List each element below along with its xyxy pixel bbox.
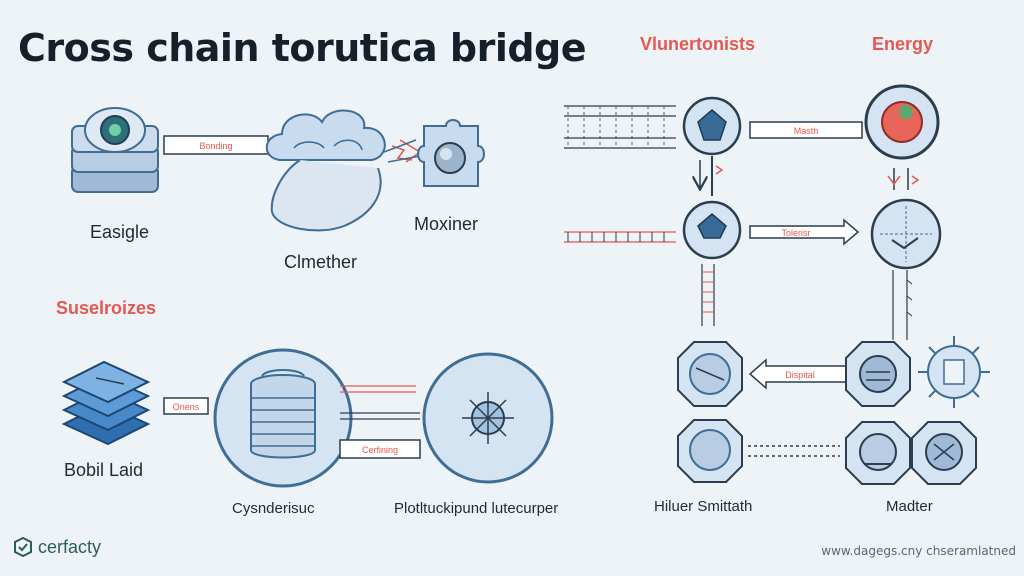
page-title: Cross chain torutica bridge [18,26,587,70]
hiluer-node[interactable] [677,419,743,483]
connector-dispital-label: Dispital [785,370,815,380]
brand-logo: cerfacty [12,536,101,558]
plotlucki-node[interactable] [422,352,554,484]
madter-label: Madter [886,498,933,515]
easigle-label: Easigle [90,222,150,242]
connector-masth-label: Masth [794,126,819,136]
connector-middle-link [340,412,420,420]
vuln-node-middle[interactable] [682,200,742,260]
connector-onens [163,397,209,415]
logo-icon [14,536,32,558]
connector-cerfining-label: Cerfining [362,445,398,455]
connector-cerfining [339,439,421,459]
plotlucki-label: Plotltuckipund lutecurper [394,500,559,517]
madter-node-right[interactable] [911,421,977,485]
vertical-ladder-right [892,270,913,340]
climether-label: Clmether [284,252,358,272]
climether-node[interactable] [265,109,386,232]
spark-icon [383,139,427,163]
easigle-node[interactable] [71,107,159,193]
connector-onens-label: Onens [173,402,200,412]
octagon-node-left[interactable] [677,341,743,407]
connector-masth [749,121,863,139]
heading-vulnerabilities: Vlunertonists [640,34,756,54]
connector-tolerisr-label: Tolerisr [781,228,810,238]
energy-node[interactable] [864,84,940,160]
arrow-down-left [700,156,724,196]
vertical-ladder-left [701,264,715,326]
hiluer-label: Hiluer Smittath [654,498,753,515]
ladder-middle [564,231,676,243]
connector-top-link [340,385,416,393]
arrow-down-right [887,168,920,190]
madter-node[interactable] [845,421,911,485]
heading-section2: Suselroizes [56,298,157,318]
ladder-top [564,105,676,149]
gear-icon[interactable] [918,336,990,408]
dotted-link [748,445,840,457]
bobil-laid-node[interactable] [61,360,151,446]
connector-bonding-label: Bonding [199,141,232,151]
moxiner-label: Moxiner [414,214,479,234]
energy-node-middle[interactable] [870,198,942,270]
logo-text: cerfacty [38,536,102,557]
connector-dispital [748,358,849,390]
footer-url: www.dagegs.cny chseramlatned [821,544,1016,558]
heading-energy: Energy [872,34,934,54]
octagon-node-right[interactable] [845,341,911,407]
cysnderisuc-node[interactable] [213,348,353,488]
connector-tolerisr [749,218,860,246]
bobil-laid-label: Bobil Laid [64,460,144,480]
cysnderisuc-label: Cysnderisuc [232,500,315,517]
moxiner-node[interactable] [417,119,485,187]
vuln-node-top[interactable] [682,96,742,156]
